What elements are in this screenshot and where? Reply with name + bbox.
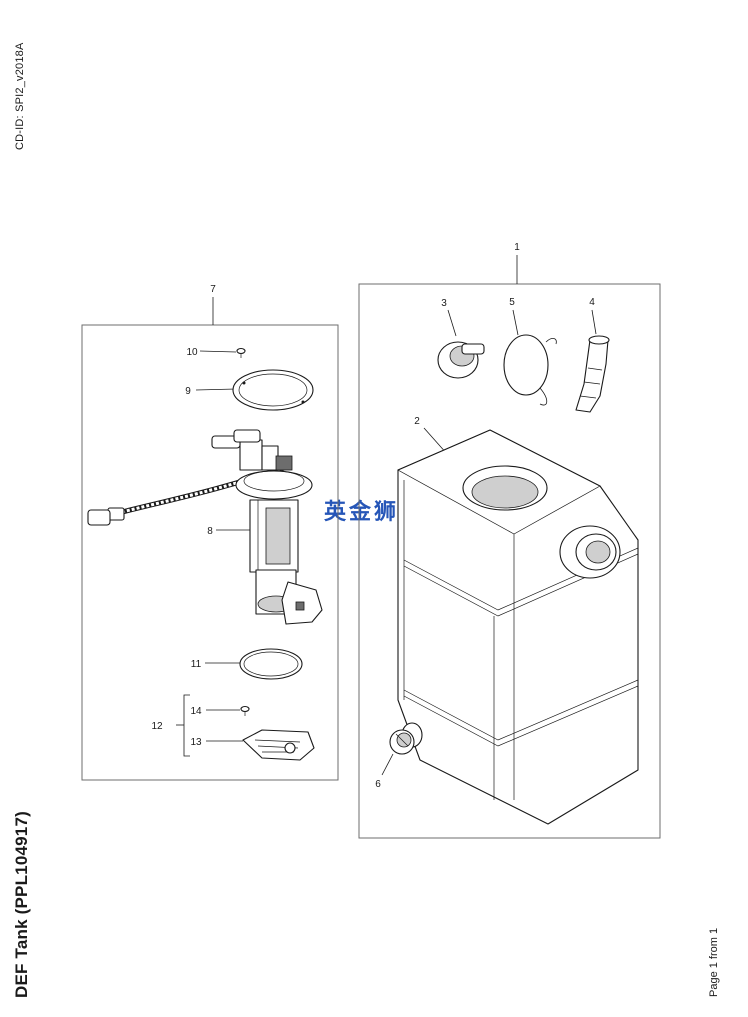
screw-part-14 [240,705,250,716]
tank-group-frame [358,283,661,839]
callout-7: 7 [210,284,216,295]
drain-plug-part-6 [389,729,415,755]
callout-9: 9 [185,386,191,397]
callout-13: 13 [190,737,202,748]
watermark: 英金狮 [324,500,400,525]
callout-14: 14 [190,706,202,717]
callout-2: 2 [414,416,420,427]
pump-group-frame [81,324,339,781]
callout-12: 12 [151,721,163,732]
callout-6: 6 [375,779,381,790]
pump-sender-assembly-part-8 [87,429,323,625]
filler-neck-part-4 [575,335,610,413]
def-tank-part-2 [397,429,639,825]
tether-ring-part-5 [503,334,557,406]
callout-3: 3 [441,298,447,309]
callout-11: 11 [191,659,202,670]
filler-cap-part-3 [437,341,485,379]
screw-part-10 [236,347,246,358]
o-ring-part-11 [239,648,303,680]
callout-1: 1 [514,242,520,253]
callout-4: 4 [589,297,595,308]
filter-plate-part-13 [242,729,315,761]
callout-8: 8 [207,526,213,537]
callout-10: 10 [186,347,198,358]
retaining-ring-part-9 [232,369,314,411]
callout-5: 5 [509,297,515,308]
